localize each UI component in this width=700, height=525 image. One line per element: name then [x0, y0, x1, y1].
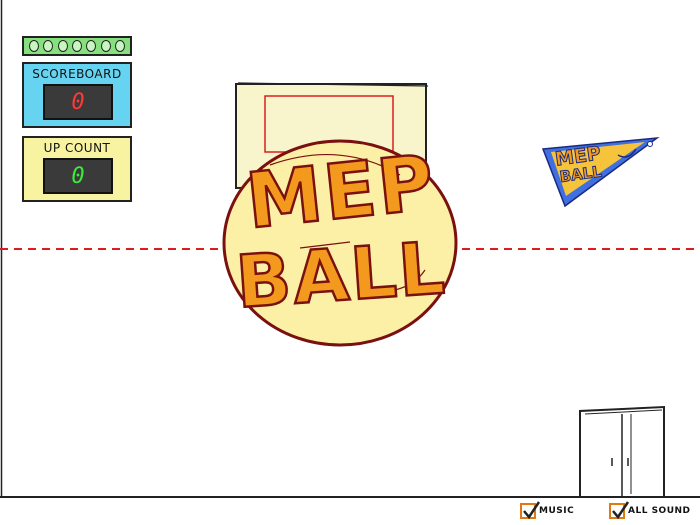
life-dot: [71, 40, 82, 52]
exit-door: [579, 405, 665, 496]
checkmark-icon: [523, 501, 541, 520]
scoreboard-display: 0: [43, 84, 113, 120]
upcount-label: UP COUNT: [43, 141, 111, 155]
all-sound-checkbox[interactable]: [609, 501, 630, 520]
life-dot: [57, 40, 68, 52]
all-sound-label: ALL SOUND: [628, 506, 691, 516]
checkmark-icon: [612, 501, 630, 520]
all-sound-toggle[interactable]: ALL SOUND: [609, 501, 691, 520]
life-dot: [86, 40, 97, 52]
upcount-display: 0: [43, 158, 113, 194]
music-checkbox[interactable]: [520, 501, 541, 520]
scoreboard-label: SCOREBOARD: [32, 67, 122, 81]
lives-indicator: [22, 36, 132, 56]
upcount-panel: UP COUNT 0: [22, 136, 132, 202]
mep-ball[interactable]: [222, 139, 458, 347]
life-dot: [100, 40, 111, 52]
music-label: MUSIC: [539, 506, 575, 516]
title-line-2: BALL: [232, 225, 450, 326]
life-dot: [43, 40, 54, 52]
game-title: MEP BALL: [232, 136, 450, 340]
pennant-flag: [541, 136, 660, 208]
life-dot: [114, 40, 125, 52]
life-dot: [29, 40, 40, 52]
scoreboard-panel: SCOREBOARD 0: [22, 62, 132, 128]
bottom-bar: [0, 496, 700, 525]
music-toggle[interactable]: MUSIC: [520, 501, 575, 520]
